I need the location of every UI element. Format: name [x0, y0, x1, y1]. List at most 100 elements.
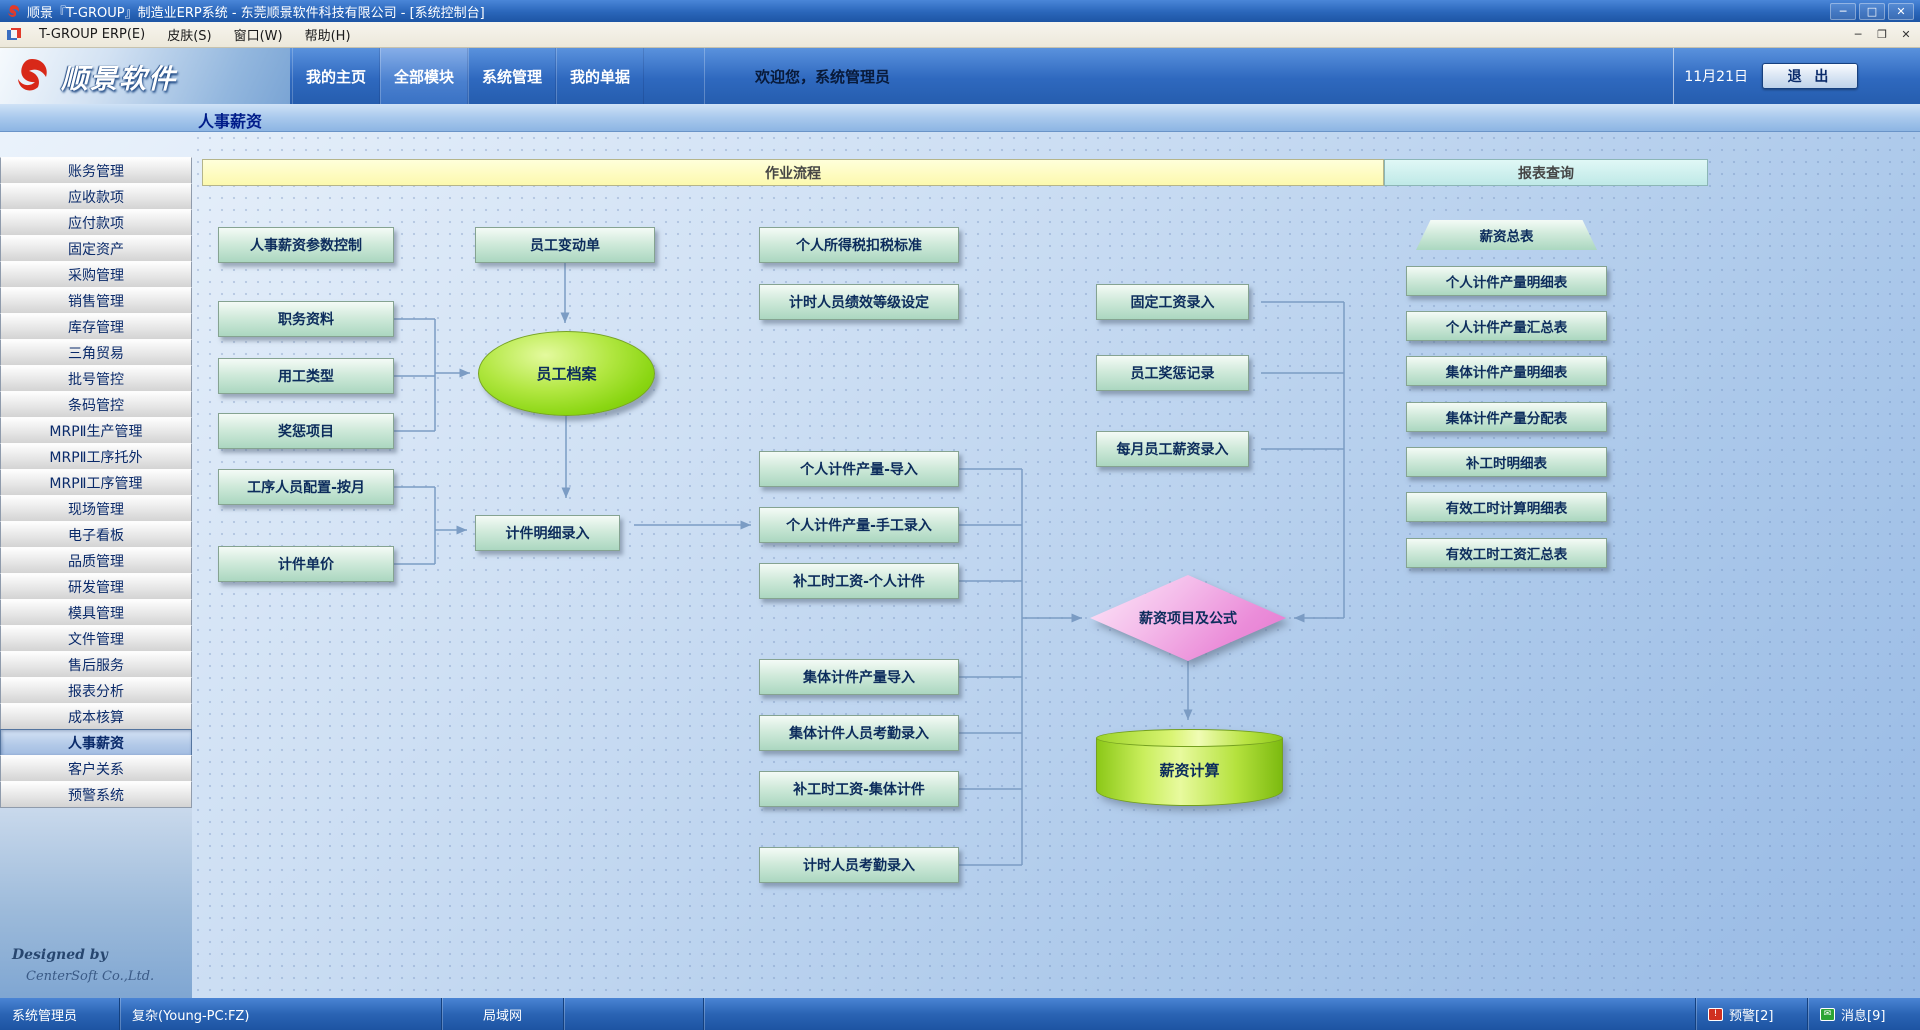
menu-item-erp[interactable]: T-GROUP ERP(E) — [39, 27, 146, 42]
statusbar: 系统管理员 复杂(Young-PC:FZ) 局域网 ! 预警[2] ✉ 消息[9… — [0, 998, 1920, 1030]
salary-formula-label: 薪资项目及公式 — [1139, 611, 1237, 627]
flow-node-piece-detail-entry[interactable]: 计件明细录入 — [475, 504, 633, 551]
page-title: 人事薪资 — [198, 112, 263, 131]
sidebar-item-purchasing[interactable]: 采购管理 — [0, 261, 192, 288]
sidebar-item-batch-control[interactable]: 批号管控 — [0, 365, 192, 392]
tab-all-modules[interactable]: 全部模块 — [380, 48, 468, 104]
messages-label: 消息[9] — [1841, 1008, 1886, 1024]
report-makeup-hours-detail[interactable]: 补工时明细表 — [1406, 447, 1607, 477]
status-user: 系统管理员 — [0, 998, 120, 1030]
status-host: 复杂(Young-PC:FZ) — [120, 998, 442, 1030]
flow-node-tax-standard[interactable]: 个人所得税扣税标准 — [759, 227, 959, 263]
report-group-output-allocation[interactable]: 集体计件产量分配表 — [1406, 402, 1607, 432]
app-icon — [7, 27, 21, 40]
brand-logo-icon — [18, 59, 47, 91]
sidebar-item-barcode-control[interactable]: 条码管控 — [0, 391, 192, 418]
mdi-close-icon[interactable]: ✕ — [1901, 28, 1911, 41]
flow-node-work-type[interactable]: 用工类型 — [218, 358, 394, 394]
flow-node-makeup-wage-group[interactable]: 补工时工资-集体计件 — [759, 771, 959, 807]
cylinder-body — [1096, 738, 1283, 806]
report-effective-hours-detail[interactable]: 有效工时计算明细表 — [1406, 492, 1607, 522]
sidebar-item-report-analysis[interactable]: 报表分析 — [0, 677, 192, 704]
flow-node-grade-setting[interactable]: 计时人员绩效等级设定 — [759, 284, 959, 320]
mdi-restore-icon[interactable]: ❐ — [1877, 28, 1887, 41]
sidebar-item-receivables[interactable]: 应收款项 — [0, 183, 192, 210]
welcome-text: 欢迎您，系统管理员 — [704, 48, 890, 104]
minimize-icon[interactable]: ─ — [1830, 2, 1856, 20]
sidebar-item-sales[interactable]: 销售管理 — [0, 287, 192, 314]
flow-node-monthly-salary-entry[interactable]: 每月员工薪资录入 — [1096, 420, 1262, 467]
flow-node-employee-change[interactable]: 员工变动单 — [475, 227, 655, 263]
window-title: 顺景『T-GROUP』制造业ERP系统 - 东莞顺景软件科技有限公司 - [系统… — [27, 5, 485, 21]
brand-name: 顺景软件 — [61, 63, 177, 95]
designed-by-label: Designed by — [12, 947, 108, 963]
cylinder-top — [1096, 729, 1283, 747]
close-icon[interactable]: ✕ — [1888, 2, 1914, 20]
sidebar-item-quality[interactable]: 品质管理 — [0, 547, 192, 574]
sidebar-item-hr-payroll[interactable]: 人事薪资 — [0, 729, 192, 756]
sidebar-item-crm[interactable]: 客户关系 — [0, 755, 192, 782]
mdi-minimize-icon[interactable]: ─ — [1854, 28, 1862, 41]
flow-node-fixed-salary-entry[interactable]: 固定工资录入 — [1096, 273, 1262, 320]
maximize-icon[interactable]: □ — [1859, 2, 1885, 20]
sidebar-item-mrp2-production[interactable]: MRPⅡ生产管理 — [0, 417, 192, 444]
flow-node-reward-item[interactable]: 奖惩项目 — [218, 413, 394, 449]
sidebar-item-e-kanban[interactable]: 电子看板 — [0, 521, 192, 548]
sidebar-item-shopfloor[interactable]: 现场管理 — [0, 495, 192, 522]
flow-node-process-staff-config[interactable]: 工序人员配置-按月 — [218, 469, 394, 505]
reports-section-header: 报表查询 — [1384, 159, 1708, 186]
status-empty-segment — [564, 998, 704, 1030]
flow-node-makeup-wage-personal[interactable]: 补工时工资-个人计件 — [759, 563, 959, 599]
flow-node-hourly-attendance-entry[interactable]: 计时人员考勤录入 — [759, 847, 959, 883]
sidebar-item-alert-system[interactable]: 预警系统 — [0, 781, 192, 808]
menubar: T-GROUP ERP(E) 皮肤(S) 窗口(W) 帮助(H) ─ ❐ ✕ — [0, 22, 1920, 48]
tab-my-home[interactable]: 我的主页 — [292, 48, 380, 104]
sidebar-item-cost-accounting[interactable]: 成本核算 — [0, 703, 192, 730]
message-icon: ✉ — [1820, 1007, 1835, 1021]
report-salary-summary[interactable]: 薪资总表 — [1416, 220, 1597, 250]
status-alerts[interactable]: ! 预警[2] — [1696, 998, 1808, 1030]
menu-item-skin[interactable]: 皮肤(S) — [167, 29, 212, 44]
flow-node-group-attendance-entry[interactable]: 集体计件人员考勤录入 — [759, 715, 959, 751]
sidebar-item-accounting[interactable]: 账务管理 — [0, 157, 192, 184]
sidebar: 账务管理 应收款项 应付款项 固定资产 采购管理 销售管理 库存管理 三角贸易 … — [0, 157, 192, 998]
flow-node-employee-reward-record[interactable]: 员工奖惩记录 — [1096, 344, 1262, 391]
tab-system-management[interactable]: 系统管理 — [468, 48, 556, 104]
flow-node-piece-price[interactable]: 计件单价 — [218, 546, 394, 582]
report-group-output-detail[interactable]: 集体计件产量明细表 — [1406, 356, 1607, 386]
sidebar-item-rnd[interactable]: 研发管理 — [0, 573, 192, 600]
nav-tabs: 我的主页 全部模块 系统管理 我的单据 — [292, 48, 644, 104]
sidebar-item-documents[interactable]: 文件管理 — [0, 625, 192, 652]
status-messages[interactable]: ✉ 消息[9] — [1808, 998, 1920, 1030]
sidebar-item-payables[interactable]: 应付款项 — [0, 209, 192, 236]
topbar: 顺景软件 我的主页 全部模块 系统管理 我的单据 欢迎您，系统管理员 11月21… — [0, 48, 1920, 104]
status-spacer — [704, 998, 1696, 1030]
report-personal-output-detail[interactable]: 个人计件产量明细表 — [1406, 266, 1607, 296]
report-effective-hours-wage-summary[interactable]: 有效工时工资汇总表 — [1406, 538, 1607, 568]
sidebar-item-mold[interactable]: 模具管理 — [0, 599, 192, 626]
titlebar-logo-icon — [8, 4, 20, 17]
alerts-label: 预警[2] — [1729, 1008, 1774, 1024]
menu-item-window[interactable]: 窗口(W) — [233, 29, 283, 44]
exit-button[interactable]: 退 出 — [1762, 63, 1858, 89]
titlebar: 顺景『T-GROUP』制造业ERP系统 - 东莞顺景软件科技有限公司 - [系统… — [0, 0, 1920, 22]
flow-node-personal-output-import[interactable]: 个人计件产量-导入 — [759, 451, 959, 487]
flow-node-job-info[interactable]: 职务资料 — [218, 301, 394, 337]
menu-item-help[interactable]: 帮助(H) — [304, 29, 351, 44]
flow-node-group-output-import[interactable]: 集体计件产量导入 — [759, 659, 959, 695]
sidebar-item-triangle-trade[interactable]: 三角贸易 — [0, 339, 192, 366]
flow-node-salary-calculation[interactable]: 薪资计算 — [1096, 729, 1283, 806]
sidebar-item-inventory[interactable]: 库存管理 — [0, 313, 192, 340]
tab-my-documents[interactable]: 我的单据 — [556, 48, 644, 104]
report-personal-output-summary[interactable]: 个人计件产量汇总表 — [1406, 311, 1607, 341]
flow-node-employee-file[interactable]: 员工档案 — [478, 331, 655, 416]
brand-panel: 顺景软件 — [0, 48, 290, 104]
flow-node-personal-output-manual[interactable]: 个人计件产量-手工录入 — [759, 507, 959, 543]
flow-node-param-control[interactable]: 人事薪资参数控制 — [218, 227, 394, 263]
sidebar-item-mrp2-process[interactable]: MRPⅡ工序管理 — [0, 469, 192, 496]
sidebar-item-after-sales[interactable]: 售后服务 — [0, 651, 192, 678]
sidebar-item-mrp2-outsourcing[interactable]: MRPⅡ工序托外 — [0, 443, 192, 470]
flow-node-salary-formula[interactable]: 薪资项目及公式 — [1090, 575, 1286, 661]
sidebar-item-fixed-assets[interactable]: 固定资产 — [0, 235, 192, 262]
company-label: CenterSoft Co.,Ltd. — [26, 969, 155, 984]
